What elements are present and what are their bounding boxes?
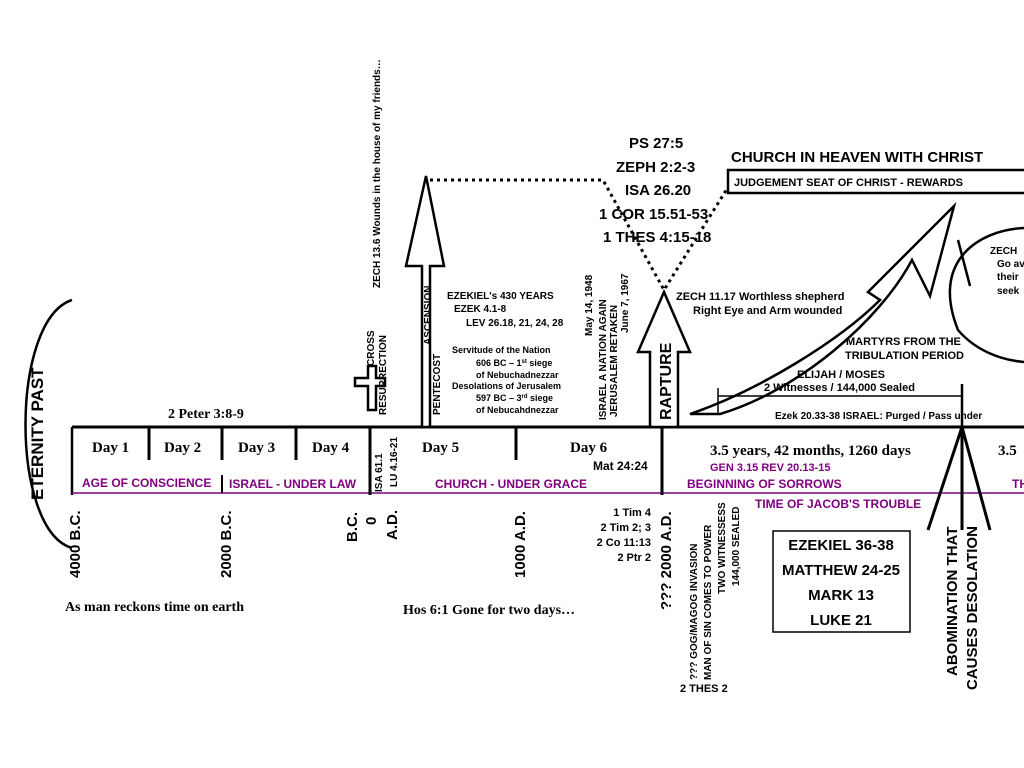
day-label: Day 5 xyxy=(422,440,459,456)
tim-ref-3: 2 Co 11:13 xyxy=(597,537,651,549)
witnesses: 2 Witnesses / 144,000 Sealed xyxy=(764,382,915,394)
servitude-title: Servitude of the Nation xyxy=(452,345,551,355)
mat-ref: Mat 24:24 xyxy=(593,459,648,473)
day-label: Day 1 xyxy=(92,440,129,456)
thes-2: 2 THES 2 xyxy=(680,683,728,695)
zech-cut-2: Go av xyxy=(997,259,1024,270)
three-half-years: 3.5 years, 42 months, 1260 days xyxy=(710,443,911,459)
eternity-past-label: ETERNITY PAST xyxy=(28,367,47,500)
peter-ref: 2 Peter 3:8-9 xyxy=(168,407,244,422)
martyrs-1: MARTYRS FROM THE xyxy=(846,336,961,348)
siege-1: 606 BC – 1st siege xyxy=(476,358,552,368)
year-zero: 0 xyxy=(363,517,380,525)
year-ad: A.D. xyxy=(384,510,401,540)
verse-ps: PS 27:5 xyxy=(629,135,683,152)
sealed-144000: 144,000 SEALED xyxy=(731,507,742,587)
age-grace: CHURCH - UNDER GRACE xyxy=(435,477,587,491)
martyrs-2: TRIBULATION PERIOD xyxy=(845,350,964,362)
two-witnesses: TWO WITNESSESS xyxy=(717,502,728,594)
age-conscience: AGE OF CONSCIENCE xyxy=(82,476,211,490)
refs-box xyxy=(772,530,911,633)
nebuchadnezzar-1: of Nebuchadnezzar xyxy=(476,370,559,380)
age-jacob: TIME OF JACOB'S TROUBLE xyxy=(755,497,921,511)
siege-3: 597 BC – 3rd siege xyxy=(476,393,553,403)
resurrection-label: RESURRECTION xyxy=(378,335,389,415)
year-2000bc: 2000 B.C. xyxy=(218,510,235,578)
ref-mark: MARK 13 xyxy=(808,587,874,604)
ascension-label: ASCENSION xyxy=(423,286,434,345)
age-law: ISRAEL - UNDER LAW xyxy=(229,477,357,491)
right-eye: Right Eye and Arm wounded xyxy=(693,305,842,317)
day-label: Day 3 xyxy=(238,440,275,456)
nebuchadnezzar-2: of Nebucahdnezzar xyxy=(476,405,559,415)
year-2000ad: ??? 2000 A.D. xyxy=(658,511,675,610)
abomination-2: CAUSES DESOLATION xyxy=(964,526,981,690)
verse-cor: 1 COR 15.51-53 xyxy=(599,206,708,223)
zech-cut-1: ZECH xyxy=(990,246,1017,257)
ezekiel-430: EZEKIEL's 430 YEARS xyxy=(447,291,554,302)
gen-rev: GEN 3.15 REV 20.13-15 xyxy=(710,462,830,474)
age-sorrows: BEGINNING OF SORROWS xyxy=(687,477,842,491)
ascension-dotted-path xyxy=(430,178,732,293)
pentecost-label: PENTECOST xyxy=(432,354,443,415)
zech-cut-3: their xyxy=(997,272,1019,283)
zech-oval xyxy=(948,226,1024,364)
age-cut: TH xyxy=(1012,477,1024,491)
rapture-label: RAPTURE xyxy=(658,342,675,420)
ascension-arrow xyxy=(404,175,446,429)
cross-label: CROSS xyxy=(366,330,377,366)
abomination-1: ABOMINATION THAT xyxy=(944,527,961,676)
zech-cut-4: seek xyxy=(997,286,1020,297)
eternity-past-bracket xyxy=(24,298,73,550)
judgement-seat-box xyxy=(726,168,1024,195)
zech-1117: ZECH 11.17 Worthless shepherd xyxy=(676,291,845,303)
june-1967: June 7, 1967 xyxy=(620,273,631,333)
three-half-cut: 3.5 xyxy=(998,443,1017,459)
abomination-line-right xyxy=(960,426,992,531)
isa-label: ISA 61.1 xyxy=(374,453,385,492)
year-bc: B.C. xyxy=(344,512,361,542)
ref-ezekiel: EZEKIEL 36-38 xyxy=(788,537,894,554)
lev-26: LEV 26.18, 21, 24, 28 xyxy=(466,318,564,329)
judgement-seat: JUDGEMENT SEAT OF CHRIST - REWARDS xyxy=(734,177,963,189)
man-reckons: As man reckons time on earth xyxy=(65,600,244,615)
church-in-heaven: CHURCH IN HEAVEN WITH CHRIST xyxy=(731,149,983,166)
abomination-line-left xyxy=(926,426,964,531)
man-of-sin: MAN OF SIN COMES TO POWER xyxy=(703,524,714,680)
desolations: Desolations of Jerusalem xyxy=(452,381,561,391)
verse-isa: ISA 26.20 xyxy=(625,182,691,199)
day-label: Day 4 xyxy=(312,440,350,456)
ezek-purged: Ezek 20.33-38 ISRAEL: Purged / Pass unde… xyxy=(775,411,982,422)
tribulation-curved-arrow xyxy=(689,201,957,416)
hosea-ref: Hos 6:1 Gone for two days… xyxy=(403,603,575,618)
day-label: Day 6 xyxy=(570,440,608,456)
rapture-arrow xyxy=(636,288,692,429)
zech-arrow-tip xyxy=(956,239,972,287)
zech-136-label: ZECH 13.6 Wounds in the house of my frie… xyxy=(372,59,383,288)
israel-nation-label: ISRAEL A NATION AGAIN xyxy=(598,299,609,420)
elijah: ELIJAH / MOSES xyxy=(797,369,885,381)
gog-magog: ??? GOG/MAGOG INVASION xyxy=(689,544,700,680)
verse-zeph: ZEPH 2:2-3 xyxy=(616,159,695,176)
jerusalem-retaken: JERUSALEM RETAKEN xyxy=(609,305,620,417)
verse-thes: 1 THES 4:15-18 xyxy=(603,229,711,246)
lu-label: LU 4.16-21 xyxy=(389,437,400,487)
tim-ref-1: 1 Tim 4 xyxy=(613,507,652,519)
year-1000ad: 1000 A.D. xyxy=(512,511,529,578)
ref-matthew: MATTHEW 24-25 xyxy=(782,562,900,579)
ref-luke: LUKE 21 xyxy=(810,612,872,629)
tim-ref-4: 2 Ptr 2 xyxy=(617,552,651,564)
year-4000bc: 4000 B.C. xyxy=(67,510,84,578)
may-1948: May 14, 1948 xyxy=(584,274,595,336)
ezek-41: EZEK 4.1-8 xyxy=(454,304,507,315)
tim-ref-2: 2 Tim 2; 3 xyxy=(600,522,651,534)
day-label: Day 2 xyxy=(164,440,201,456)
cross-icon xyxy=(353,364,387,412)
